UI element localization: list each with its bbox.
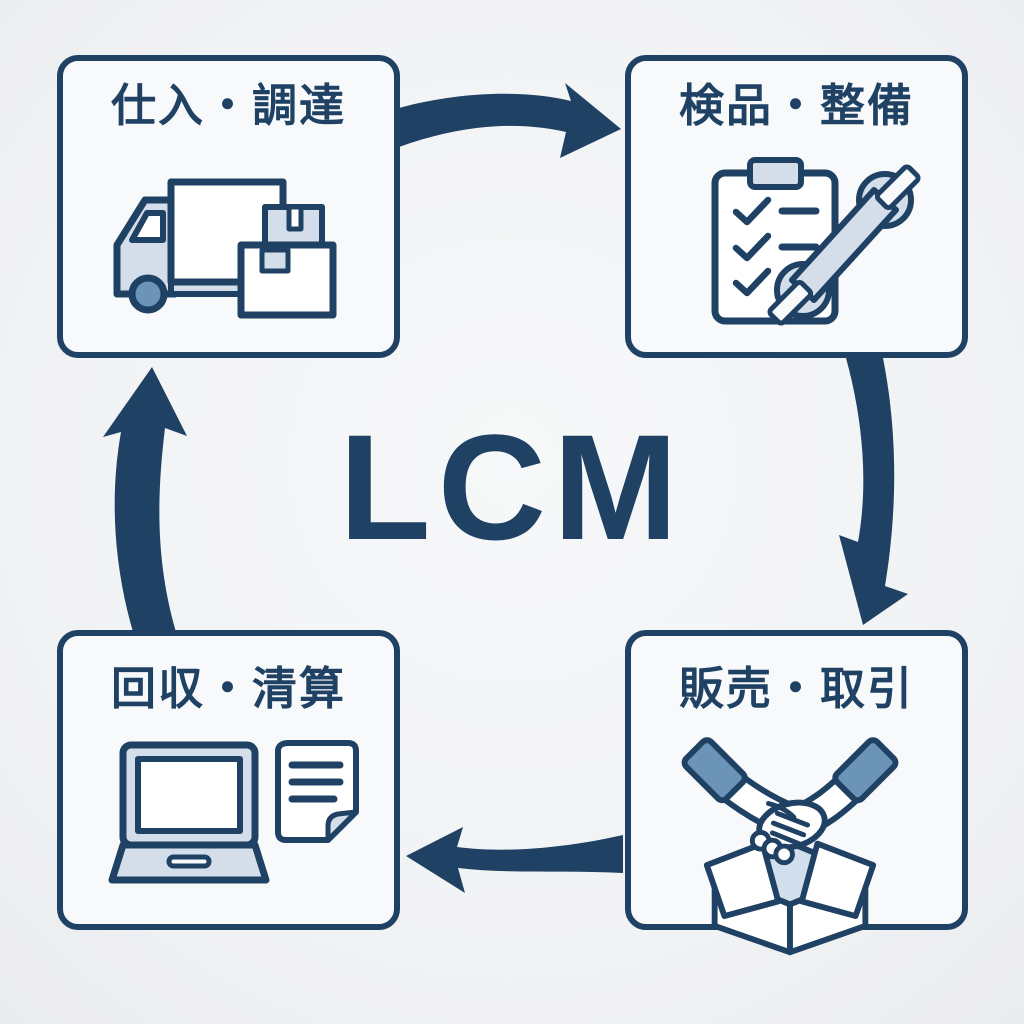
box-sales: 販売・取引 bbox=[625, 630, 968, 956]
center-title: LCM bbox=[339, 403, 685, 571]
clipboard-wrench-icon bbox=[711, 157, 921, 326]
box-settlement: 回収・清算 bbox=[57, 630, 400, 930]
laptop bbox=[108, 741, 270, 884]
box-procurement: 仕入・調達 bbox=[57, 55, 400, 358]
box-settlement-label: 回収・清算 bbox=[110, 663, 346, 714]
handshake-box-icon bbox=[681, 737, 899, 956]
arrow-procurement-to-inspection bbox=[399, 83, 621, 158]
box-inspection-label: 検品・整備 bbox=[678, 80, 914, 131]
handshake bbox=[681, 737, 899, 866]
arrow-inspection-to-sales bbox=[839, 358, 908, 625]
left-sleeve bbox=[681, 737, 748, 804]
cargo-boxes bbox=[237, 204, 337, 319]
arrow-settlement-to-procurement bbox=[103, 367, 187, 632]
box-procurement-label: 仕入・調達 bbox=[110, 80, 346, 131]
wrench bbox=[767, 164, 921, 326]
arrow-sales-to-settlement bbox=[406, 827, 623, 893]
truck-boxes-icon bbox=[113, 178, 337, 319]
right-sleeve bbox=[832, 737, 899, 804]
document bbox=[275, 740, 359, 843]
truck-wheel bbox=[128, 274, 168, 314]
laptop-document-icon bbox=[108, 740, 359, 884]
open-box bbox=[703, 839, 877, 956]
box-sales-label: 販売・取引 bbox=[678, 663, 914, 714]
box-inspection: 検品・整備 bbox=[625, 55, 968, 358]
